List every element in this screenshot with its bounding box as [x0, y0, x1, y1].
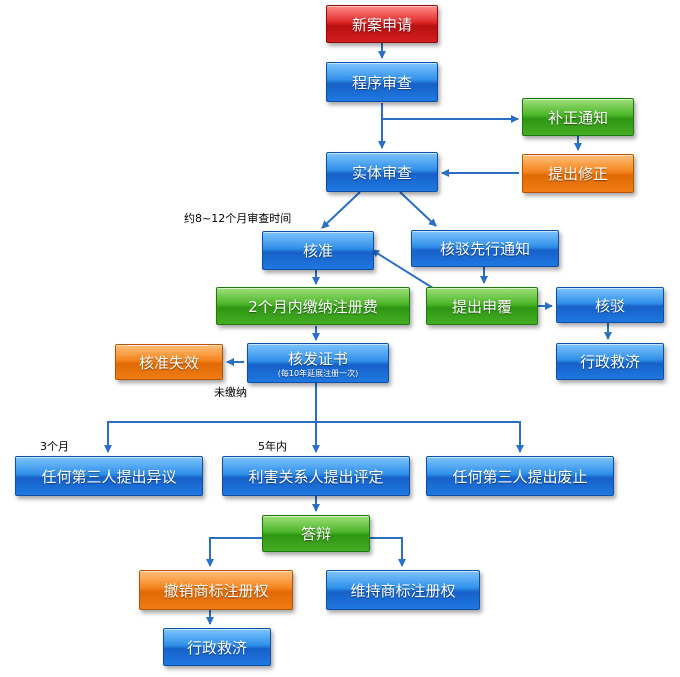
node-sublabel: (每10年延展注册一次): [277, 369, 359, 378]
note-within-five-years: 5年内: [258, 440, 287, 453]
node-defense: 答辩: [262, 515, 370, 552]
node-administrative-remedy-2: 行政救济: [163, 628, 271, 666]
node-substantive-review: 实体审查: [326, 152, 438, 192]
connector-branch-cancellation: [316, 421, 524, 453]
note-review-time: 约8~12个月审查时间: [184, 212, 292, 225]
node-label: 提出修正: [547, 165, 608, 183]
node-label: 补正通知: [547, 108, 608, 127]
node-pre-rejection-notice: 核驳先行通知: [411, 230, 559, 267]
connector-branch-opposition: [104, 421, 316, 453]
node-new-application: 新案申请: [326, 5, 438, 43]
connector-defense-to-maintain: [370, 537, 406, 567]
node-label: 程序审查: [351, 73, 412, 92]
note-three-months: 3个月: [40, 440, 69, 453]
node-revoke-registration: 撤销商标注册权: [139, 570, 293, 610]
node-label: 任何第三人提出异议: [41, 467, 177, 486]
node-administrative-remedy-1: 行政救济: [556, 343, 664, 380]
node-label: 行政救济: [579, 353, 640, 371]
connector-substantive-to-prenotice: [399, 191, 437, 227]
node-label: 新案申请: [351, 15, 412, 34]
node-file-reexamination: 提出申覆: [426, 287, 538, 325]
node-label: 2个月内缴纳注册费: [248, 297, 378, 316]
node-label: 利害关系人提出评定: [248, 467, 384, 486]
connector-defense-to-revoke: [206, 537, 264, 567]
node-label: 核驳: [594, 296, 625, 315]
node-label: 任何第三人提出废止: [452, 467, 588, 486]
connector-substantive-to-approved: [321, 191, 361, 229]
node-label: 行政救济: [186, 638, 247, 657]
node-label: 核驳先行通知: [439, 240, 530, 258]
node-interested-party-invalidation: 利害关系人提出评定: [222, 456, 410, 496]
node-approval-lapsed: 核准失效: [115, 344, 223, 380]
node-maintain-registration: 维持商标注册权: [326, 570, 480, 610]
node-label: 核发证书: [287, 350, 348, 368]
node-label: 撤销商标注册权: [163, 581, 269, 600]
node-submit-correction: 提出修正: [522, 154, 634, 193]
node-third-party-opposition: 任何第三人提出异议: [15, 456, 203, 496]
node-approved: 核准: [262, 231, 374, 270]
node-pay-registration-fee: 2个月内缴纳注册费: [216, 287, 410, 325]
node-label: 维持商标注册权: [350, 581, 456, 600]
node-formality-review: 程序审查: [326, 62, 438, 102]
note-unpaid: 未缴纳: [214, 386, 247, 399]
node-label: 提出申覆: [451, 297, 512, 316]
node-label: 实体审查: [351, 163, 412, 182]
node-correction-notice: 补正通知: [522, 98, 634, 136]
node-third-party-cancellation: 任何第三人提出废止: [426, 456, 614, 496]
node-rejection: 核驳: [556, 287, 664, 323]
node-issue-certificate: 核发证书 (每10年延展注册一次): [247, 343, 389, 383]
node-label: 核准失效: [138, 353, 199, 372]
node-label: 答辩: [300, 525, 331, 543]
connector-reexam-to-approved: [371, 249, 437, 291]
node-label: 核准: [302, 242, 333, 260]
